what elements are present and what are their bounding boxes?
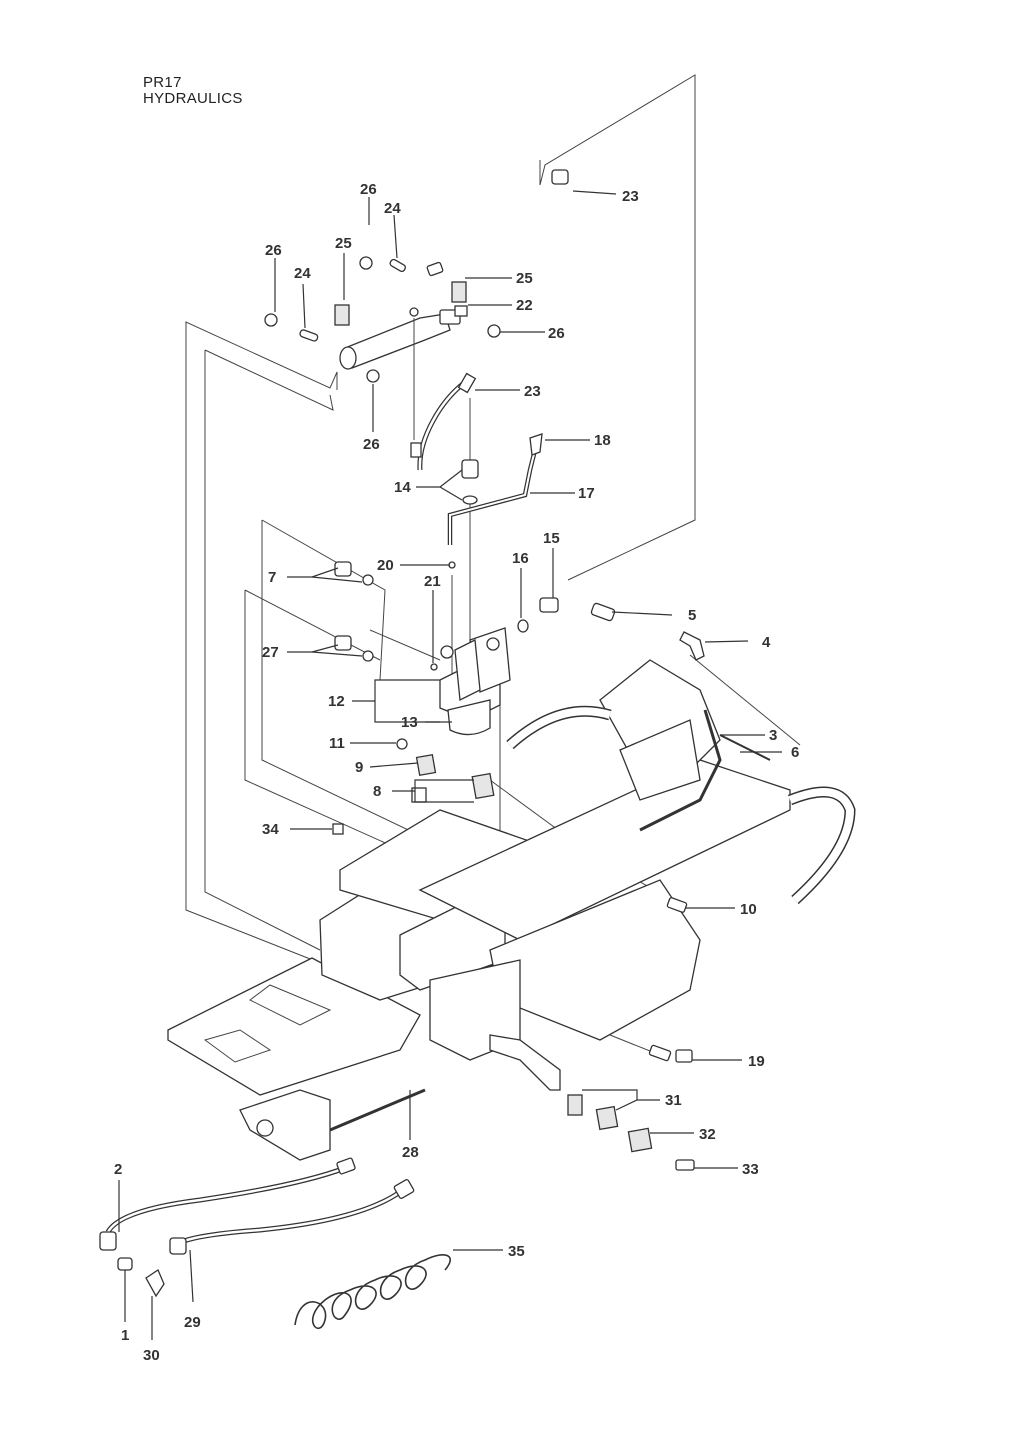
callout-20: 20 xyxy=(377,557,394,574)
control-lever xyxy=(447,433,543,569)
callout-8: 8 xyxy=(373,783,381,800)
lower-hoses xyxy=(99,1157,415,1298)
control-valve-block xyxy=(369,627,511,736)
callout-7: 7 xyxy=(268,569,276,586)
callout-15: 15 xyxy=(543,530,560,547)
callout-28: 28 xyxy=(402,1144,419,1161)
callout-35: 35 xyxy=(508,1243,525,1260)
hydraulic-cylinder xyxy=(339,305,468,370)
callout-23: 23 xyxy=(524,383,541,400)
callout-19: 19 xyxy=(748,1053,765,1070)
hose-upper xyxy=(426,169,570,277)
callout-5: 5 xyxy=(688,607,696,624)
pins-and-clips xyxy=(264,256,501,383)
diagram-title: HYDRAULICS xyxy=(143,90,243,107)
callout-1: 1 xyxy=(121,1327,129,1344)
callout-12: 12 xyxy=(328,693,345,710)
callout-24: 24 xyxy=(294,265,311,282)
callout-26: 26 xyxy=(265,242,282,259)
callout-30: 30 xyxy=(143,1347,160,1364)
callout-26: 26 xyxy=(548,325,565,342)
callout-3: 3 xyxy=(769,727,777,744)
callout-11: 11 xyxy=(329,735,345,752)
callout-17: 17 xyxy=(578,485,595,502)
callout-labels: 23 26 24 25 26 24 25 22 26 26 23 18 14 1… xyxy=(114,181,799,1364)
callout-13: 13 xyxy=(401,714,418,731)
callout-2: 2 xyxy=(114,1161,122,1178)
callout-31: 31 xyxy=(665,1092,682,1109)
callout-26: 26 xyxy=(360,181,377,198)
callout-34: 34 xyxy=(262,821,279,838)
callout-26: 26 xyxy=(363,436,380,453)
callout-27: 27 xyxy=(262,644,279,661)
callout-21: 21 xyxy=(424,573,441,590)
callout-18: 18 xyxy=(594,432,611,449)
callout-23: 23 xyxy=(622,188,639,205)
callout-6: 6 xyxy=(791,744,799,761)
frame-hardware xyxy=(332,823,695,1171)
callout-25: 25 xyxy=(335,235,352,252)
callout-25: 25 xyxy=(516,270,533,287)
callout-24: 24 xyxy=(384,200,401,217)
spiral-hose-wrap xyxy=(294,1254,451,1329)
callout-22: 22 xyxy=(516,297,533,314)
callout-10: 10 xyxy=(740,901,757,918)
fitting-set-14 xyxy=(461,459,479,505)
callout-14: 14 xyxy=(394,479,411,496)
diagram-code: PR17 xyxy=(143,74,182,91)
elbow-fittings xyxy=(590,602,705,661)
tractor-frame xyxy=(167,659,856,1161)
callout-9: 9 xyxy=(355,759,363,776)
valve-mounting-hardware xyxy=(396,738,495,803)
callout-29: 29 xyxy=(184,1314,201,1331)
callout-33: 33 xyxy=(742,1161,759,1178)
valve-fittings xyxy=(430,597,559,671)
diagram-header: PR17 HYDRAULICS xyxy=(143,75,243,107)
callout-4: 4 xyxy=(762,634,771,651)
callout-16: 16 xyxy=(512,550,529,567)
callout-32: 32 xyxy=(699,1126,716,1143)
leader-lines xyxy=(118,190,782,1340)
hose-middle xyxy=(410,318,477,471)
